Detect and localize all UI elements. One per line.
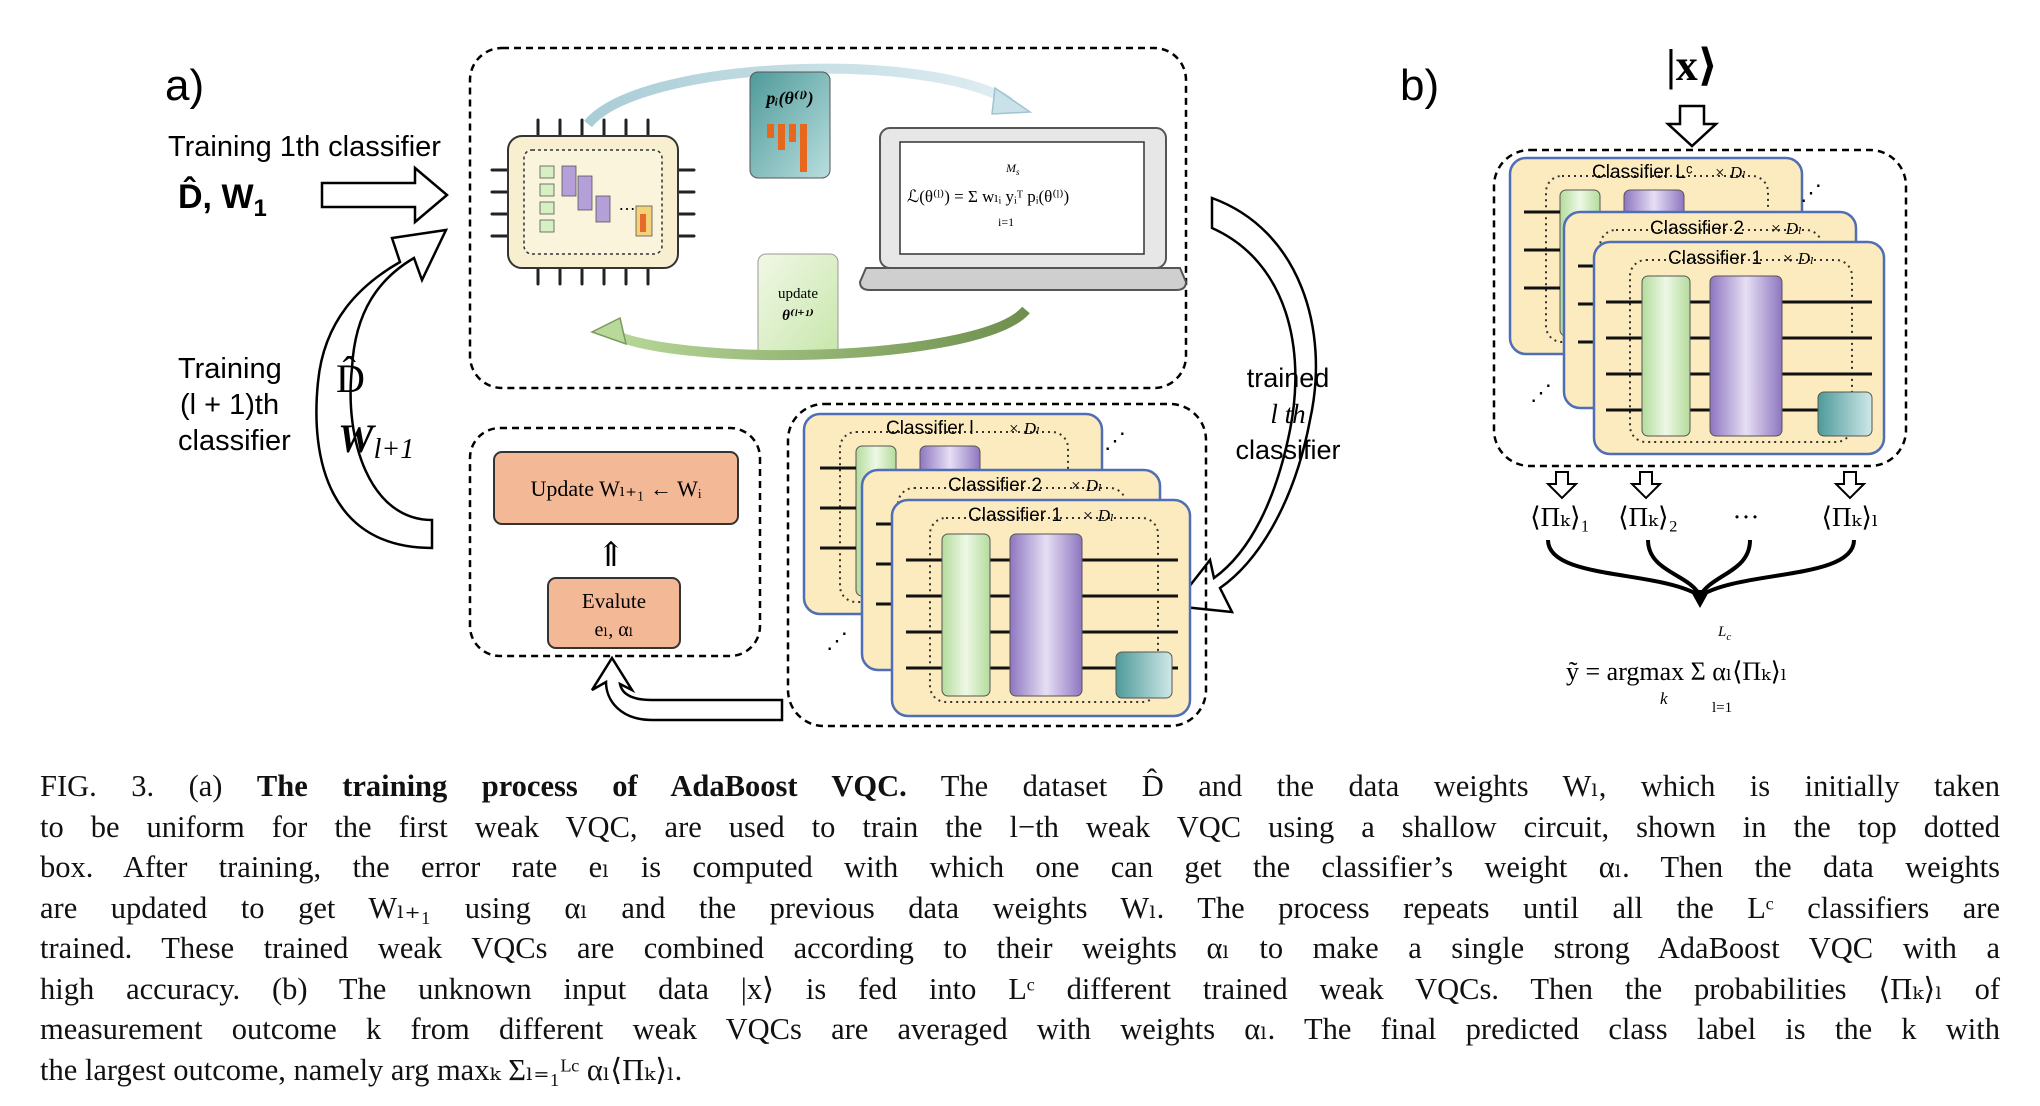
svg-text:Classifier l: Classifier l — [886, 418, 974, 439]
loss-sum-lower: i=1 — [998, 215, 1014, 229]
update-weights-node — [493, 451, 739, 525]
figure-diagram: a) Training 1th classifier D̂, W1 … pᵢ(θ… — [165, 41, 1908, 728]
update-weights-box — [468, 426, 762, 658]
trained-line2: l th — [1270, 399, 1305, 429]
svg-text:× Dₗ: × Dₗ — [1008, 419, 1040, 438]
update-label: update — [778, 286, 818, 302]
svg-text:Classifier Lᶜ: Classifier Lᶜ — [1592, 162, 1693, 183]
input-arrow-icon — [1664, 104, 1720, 148]
trained-arrow-icon — [1171, 196, 1318, 614]
svg-text:Classifier 2: Classifier 2 — [948, 475, 1042, 496]
evaluate-node — [547, 577, 681, 649]
final-sum-lower: l=1 — [1712, 700, 1732, 716]
trained-line3: classifier — [1235, 435, 1340, 465]
laptop-icon — [858, 127, 1188, 291]
svg-text:× Dₗ: × Dₗ — [1782, 249, 1814, 268]
up-arrow-icon: ⇑ — [597, 537, 626, 574]
output-ellipsis: ··· — [1733, 502, 1760, 532]
svg-text:⋰: ⋰ — [826, 628, 848, 653]
svg-text:Classifier 2: Classifier 2 — [1650, 218, 1744, 239]
trained-line1: trained — [1247, 363, 1330, 393]
next-weights: Wl+1 — [338, 416, 414, 465]
output-2: ⟨Πₖ⟩₂ — [1618, 502, 1678, 532]
loss-formula: ℒ(θ⁽ˡ⁾) = Σ wₗᵢ yᵢᵀ pᵢ(θ⁽ˡ⁾) — [907, 187, 1069, 206]
figure-caption: FIG. 3. (a) The training process of AdaB… — [40, 766, 2000, 1090]
classifier-card-front: Classifier 1 × Dₗ — [1592, 240, 1886, 456]
return-arrow-icon — [315, 228, 449, 550]
next-dataset: D̂ — [336, 356, 365, 401]
argmax-subscript: k — [1660, 689, 1668, 708]
quantum-chip-icon: … — [490, 118, 696, 286]
svg-text:Classifier 1: Classifier 1 — [968, 505, 1062, 526]
evaluate-values: eₗ, αₗ — [594, 619, 633, 641]
probability-label: pᵢ(θ⁽ˡ⁾) — [764, 88, 813, 109]
hollow-arrow-right-icon — [320, 165, 449, 225]
training-first-label: Training 1th classifier — [168, 131, 441, 163]
training-next-line3: classifier — [178, 425, 291, 457]
panel-a-label: a) — [165, 61, 204, 110]
svg-text:× Dₗ: × Dₗ — [1770, 219, 1802, 238]
bar-chart-icon — [767, 124, 807, 172]
final-sum-upper: Lc — [1717, 624, 1731, 643]
evaluate-label: Evalute — [582, 589, 646, 613]
ensemble-box — [1492, 148, 1908, 468]
training-next-line2: (l + 1)th — [180, 389, 279, 421]
trained-classifiers-box — [786, 402, 1208, 728]
update-parameters-box — [757, 253, 839, 359]
classifier-stack-a: Classifier l × Dₗ Classifier 2 × Dₗ Clas… — [802, 412, 1192, 718]
svg-text:× Dₗ: × Dₗ — [1082, 506, 1114, 525]
training-loop-box — [468, 46, 1188, 390]
dataset-weights-first: D̂, W1 — [178, 177, 267, 222]
merge-curves — [1546, 539, 1856, 598]
caption-line-8: the largest outcome, namely arg maxₖ Σₗ₌… — [40, 1052, 683, 1087]
svg-text:⋰: ⋰ — [1104, 428, 1126, 453]
caption-line-6: high accuracy. (b) The unknown input dat… — [40, 971, 2000, 1006]
update-weights-label: Update Wₗ₊₁ ← Wᵢ — [531, 476, 702, 501]
output-arrows — [1545, 471, 1867, 500]
loss-sum-upper: Ms — [1005, 161, 1020, 177]
input-state: |x⟩ — [1666, 41, 1718, 90]
final-formula: ỹ = argmax Σ αₗ⟨Πₖ⟩ₗ — [1566, 657, 1787, 686]
panel-b-label: b) — [1400, 61, 1439, 110]
update-theta: θ⁽ˡ⁺¹⁾ — [782, 308, 814, 324]
small-return-arrow-icon — [590, 655, 784, 722]
curved-arrow-top — [584, 63, 1013, 128]
curved-arrow-bottom — [603, 306, 1030, 361]
svg-text:…: … — [618, 194, 636, 214]
caption-line-1: FIG. 3. (a) The training process of AdaB… — [40, 769, 2000, 803]
caption-line-5: trained. These trained weak VQCs are com… — [40, 931, 2000, 965]
output-L: ⟨Πₖ⟩ₗ — [1822, 502, 1879, 532]
training-next-line1: Training — [178, 353, 282, 385]
svg-text:× Dₗ: × Dₗ — [1070, 476, 1102, 495]
output-1: ⟨Πₖ⟩₁ — [1530, 502, 1590, 532]
caption-line-3: box. After training, the error rate eₗ i… — [40, 850, 2000, 884]
svg-text:⋰: ⋰ — [1800, 180, 1822, 205]
svg-text:Classifier 1: Classifier 1 — [1668, 248, 1762, 269]
classifier-card-front: Classifier 1 × Dₗ — [890, 498, 1192, 718]
svg-text:⋰: ⋰ — [1530, 380, 1552, 405]
svg-text:× Dₗ: × Dₗ — [1714, 163, 1746, 182]
classifier-stack-b: Classifier Lᶜ × Dₗ Classifier 2 × Dₗ Cla… — [1508, 156, 1886, 456]
caption-line-2: to be uniform for the first weak VQC, ar… — [40, 809, 2000, 844]
caption-line-7: measurement outcome k from different wea… — [40, 1012, 2000, 1046]
caption-line-4: are updated to get Wₗ₊₁ using αₗ and the… — [40, 890, 2000, 925]
